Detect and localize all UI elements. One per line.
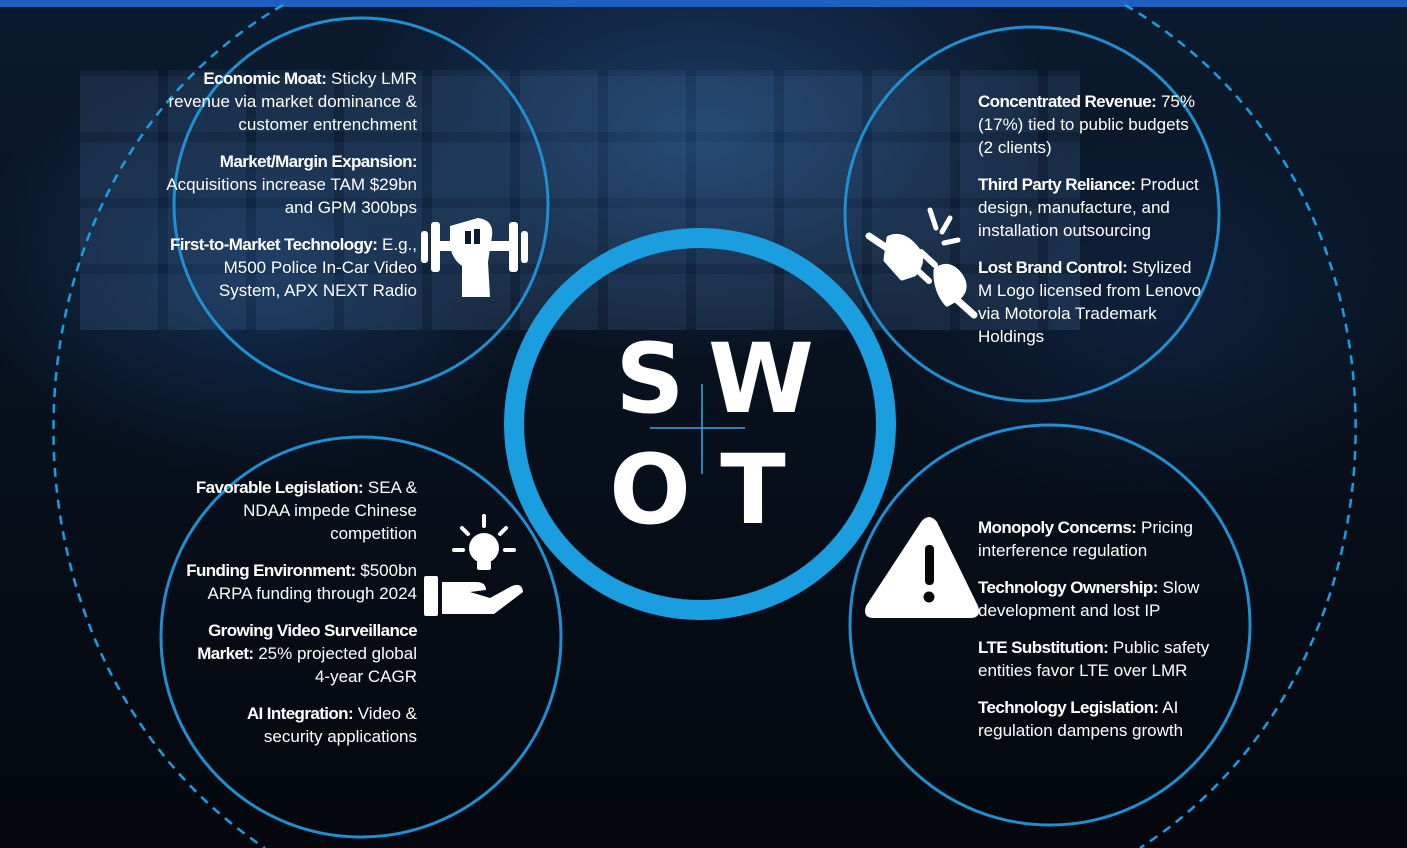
threat-text: Public safety entities favor LTE over LM… [978,638,1210,680]
opportunity-title: Funding Environment: [186,561,356,580]
strength-item: Market/Margin Expansion: Acquisitions in… [160,150,417,219]
strength-item: First-to-Market Technology: E.g., M500 P… [160,233,417,302]
top-accent-bar [0,0,1407,7]
opportunity-item: Funding Environment: $500bn ARPA funding… [185,559,417,605]
weakness-title: Lost Brand Control: [978,258,1128,277]
strengths-circle [172,16,550,394]
strength-title: Market/Margin Expansion: [219,152,418,171]
threat-text: Pricing interference regulation [978,518,1193,560]
strength-item: Economic Moat: Sticky LMR revenue via ma… [160,67,417,136]
opportunity-text: 25% projected global 4-year CAGR [258,644,417,686]
weaknesses-circle [843,25,1221,403]
weakness-item: Third Party Reliance: Product design, ma… [978,173,1208,242]
strength-text: E.g., M500 Police In-Car Video System, A… [218,235,417,300]
flexed-arm-dumbbell-icon [421,218,528,297]
outer-dashed-arc-left [52,3,284,848]
opportunity-item: Growing Video Surveillance Market: 25% p… [185,619,417,688]
opportunity-title: AI Integration: [246,704,354,723]
threat-title: Technology Ownership: [978,578,1158,597]
weaknesses-quadrant: Concentrated Revenue: 75% (17%) tied to … [978,90,1208,362]
opportunity-item: Favorable Legislation: SEA & NDAA impede… [185,476,417,545]
threat-title: LTE Substitution: [978,638,1109,657]
opportunity-text: SEA & NDAA impede Chinese competition [243,478,417,543]
weakness-text: Stylized M Logo licensed from Lenovo via… [978,258,1202,346]
swot-letter-s: S [615,323,685,435]
strength-title: Economic Moat: [203,69,327,88]
threat-item: Monopoly Concerns: Pricing interference … [978,516,1223,562]
warning-triangle-icon [865,517,979,618]
weakness-text: 75% (17%) tied to public budgets (2 clie… [978,92,1195,157]
swot-letter-t: T [720,434,786,546]
threats-quadrant: Monopoly Concerns: Pricing interference … [978,516,1223,756]
threat-text: Slow development and lost IP [978,578,1200,620]
swot-letter-w: W [708,323,814,435]
opportunity-item: AI Integration: Video & security applica… [185,702,417,748]
weakness-title: Third Party Reliance: [978,175,1136,194]
center-ring [504,228,896,620]
threat-item: Technology Ownership: Slow development a… [978,576,1223,622]
opportunities-quadrant: Favorable Legislation: SEA & NDAA impede… [185,476,417,762]
outer-dashed-arc-right [1124,3,1357,848]
weakness-item: Lost Brand Control: Stylized M Logo lice… [978,256,1208,348]
threat-item: Technology Legislation: AI regulation da… [978,696,1223,742]
strength-text: Acquisitions increase TAM $29bn and GPM … [166,175,417,217]
opportunity-title: Favorable Legislation: [195,478,364,497]
opportunity-text: Video & security applications [263,704,417,746]
threat-text: AI regulation dampens growth [978,698,1184,740]
threat-item: LTE Substitution: Public safety entities… [978,636,1223,682]
weakness-title: Concentrated Revenue: [978,92,1157,111]
threats-circle [848,423,1252,827]
lightbulb-hand-icon [424,514,523,616]
opportunity-title: Growing Video Surveillance Market: [197,621,417,663]
strength-title: First-to-Market Technology: [169,235,378,254]
threat-title: Monopoly Concerns: [978,518,1137,537]
opportunity-text: $500bn ARPA funding through 2024 [207,561,417,603]
strength-text: Sticky LMR revenue via market dominance … [168,69,417,134]
weakness-item: Concentrated Revenue: 75% (17%) tied to … [978,90,1208,159]
swot-letter-o: O [609,434,691,546]
broken-plug-icon [865,207,978,319]
threat-title: Technology Legislation: [978,698,1159,717]
opportunities-circle [159,435,563,839]
strengths-quadrant: Economic Moat: Sticky LMR revenue via ma… [160,67,417,316]
weakness-text: Product design, manufacture, and install… [978,175,1199,240]
